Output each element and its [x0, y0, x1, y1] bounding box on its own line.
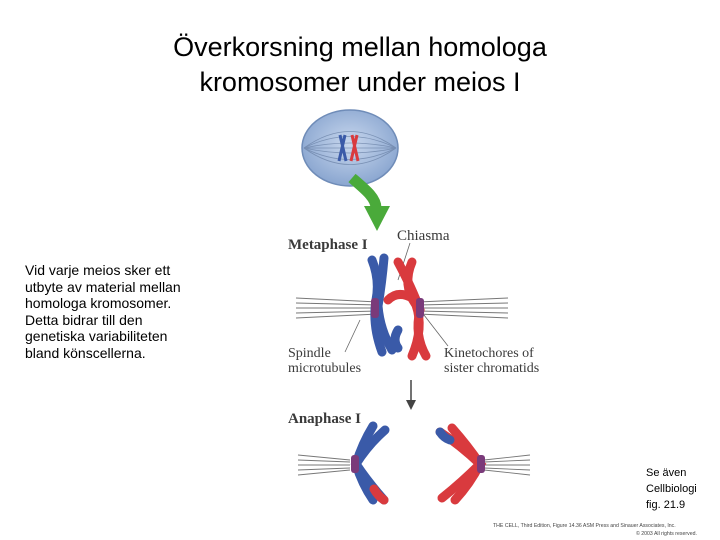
kinetochores-label-line1: Kinetochores of	[444, 346, 534, 361]
chiasma-label: Chiasma	[397, 228, 450, 244]
see-also-line: Se även	[646, 467, 687, 479]
see-also-line: Cellbiologi	[646, 483, 697, 495]
green-arrow-icon	[348, 173, 390, 231]
spindle-label-line2: microtubules	[288, 361, 361, 376]
description-line: Detta bidrar till den	[25, 311, 143, 328]
down-arrow-icon	[406, 380, 416, 410]
anaphase-chromosome-right	[435, 423, 487, 505]
figure-credit-line2: © 2003 All rights reserved.	[636, 530, 697, 537]
figure-credit-line1: THE CELL, Third Edition, Figure 14.36 AS…	[493, 523, 676, 529]
description-line: homologa kromosomer.	[25, 295, 172, 312]
description-line: Vid varje meios sker ett	[25, 262, 171, 278]
description-line: bland könscellerna.	[25, 344, 146, 361]
anaphase-chromosome-left	[350, 421, 390, 505]
anaphase-kinetochore-left	[351, 455, 359, 473]
metaphase-spindle	[295, 297, 509, 319]
anaphase-kinetochore-right	[477, 455, 485, 473]
kinetochores-label-line2: sister chromatids	[444, 361, 539, 376]
metaphase-label: Metaphase I	[288, 237, 368, 253]
spindle-leader-line	[344, 319, 361, 353]
kinetochore-right	[416, 298, 424, 318]
page-title: Överkorsning mellan homologa kromosomer …	[60, 30, 660, 100]
see-also-note: Se även Cellbiologi fig. 21.9	[646, 465, 716, 513]
cell-icon	[301, 109, 399, 187]
description-text: Vid varje meios sker ett utbyte av mater…	[25, 262, 235, 362]
see-also-line: fig. 21.9	[646, 499, 686, 511]
title-line-1: Överkorsning mellan homologa	[173, 32, 547, 62]
title-line-2: kromosomer under meios I	[199, 67, 521, 97]
anaphase-spindle	[297, 454, 531, 476]
kinetochore-left	[371, 298, 379, 318]
description-line: utbyte av material mellan	[25, 278, 181, 295]
anaphase-label: Anaphase I	[288, 411, 361, 427]
description-line: genetiska variabiliteten	[25, 328, 168, 345]
kinetochore-leader-line	[423, 314, 449, 347]
spindle-label-line1: Spindle	[288, 346, 331, 361]
